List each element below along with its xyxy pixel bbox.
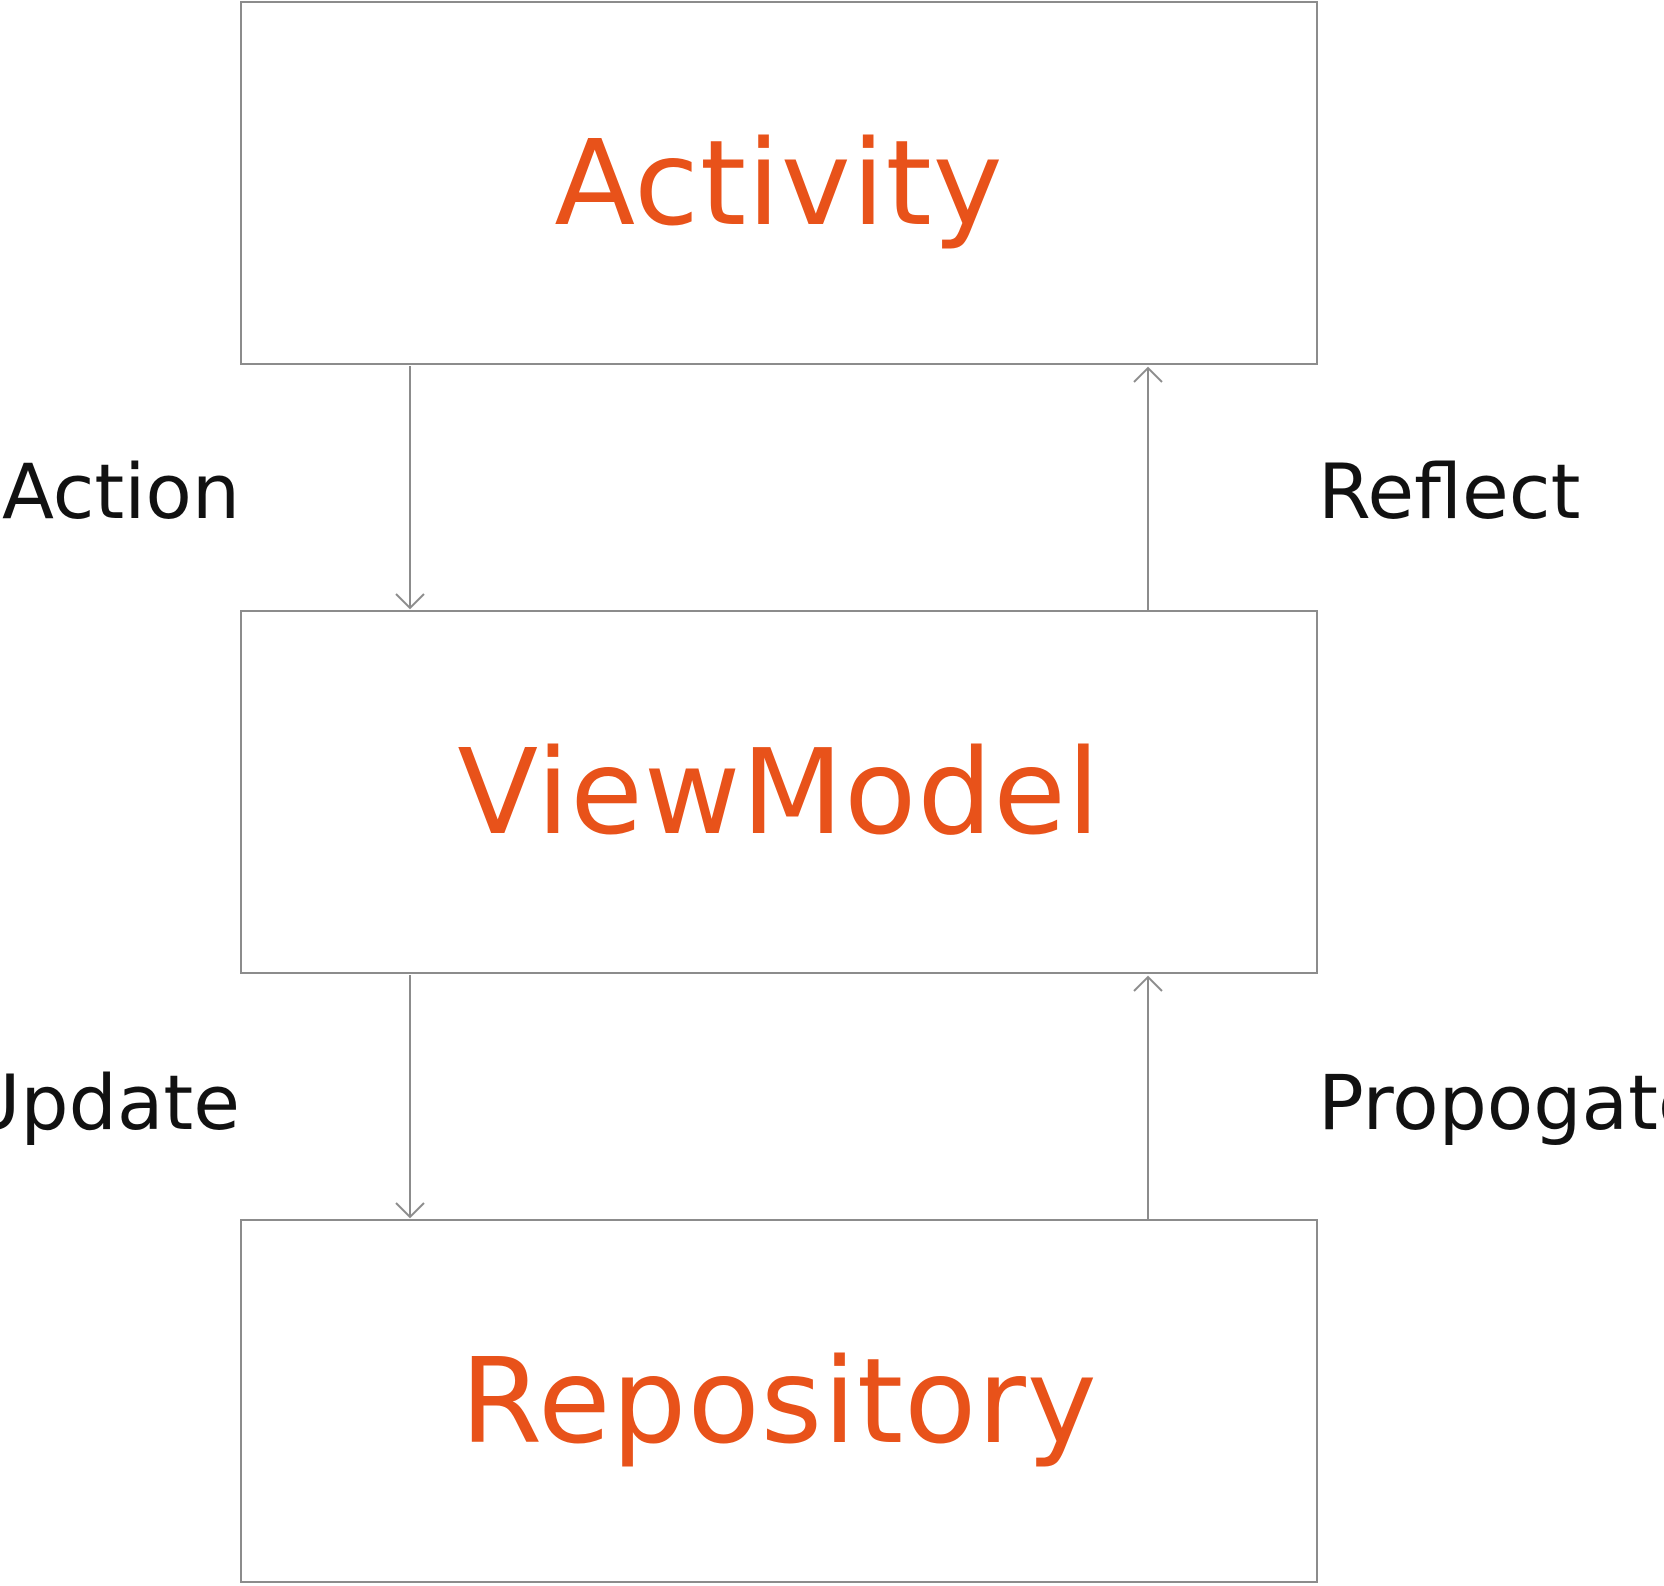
edge-label-action: Action xyxy=(1,447,240,536)
arrow-update xyxy=(395,975,425,1219)
node-activity-label: Activity xyxy=(554,114,1004,252)
edge-label-update: Update xyxy=(0,1058,240,1147)
arrow-propogate xyxy=(1133,975,1163,1219)
node-repository-label: Repository xyxy=(460,1332,1098,1470)
node-activity: Activity xyxy=(240,1,1318,365)
edge-label-reflect: Reflect xyxy=(1318,447,1581,536)
node-repository: Repository xyxy=(240,1219,1318,1583)
node-viewmodel-label: ViewModel xyxy=(457,723,1101,861)
arrow-reflect xyxy=(1133,366,1163,610)
edge-label-propogate: Propogate xyxy=(1318,1058,1664,1147)
arrow-action xyxy=(395,366,425,610)
node-viewmodel: ViewModel xyxy=(240,610,1318,974)
